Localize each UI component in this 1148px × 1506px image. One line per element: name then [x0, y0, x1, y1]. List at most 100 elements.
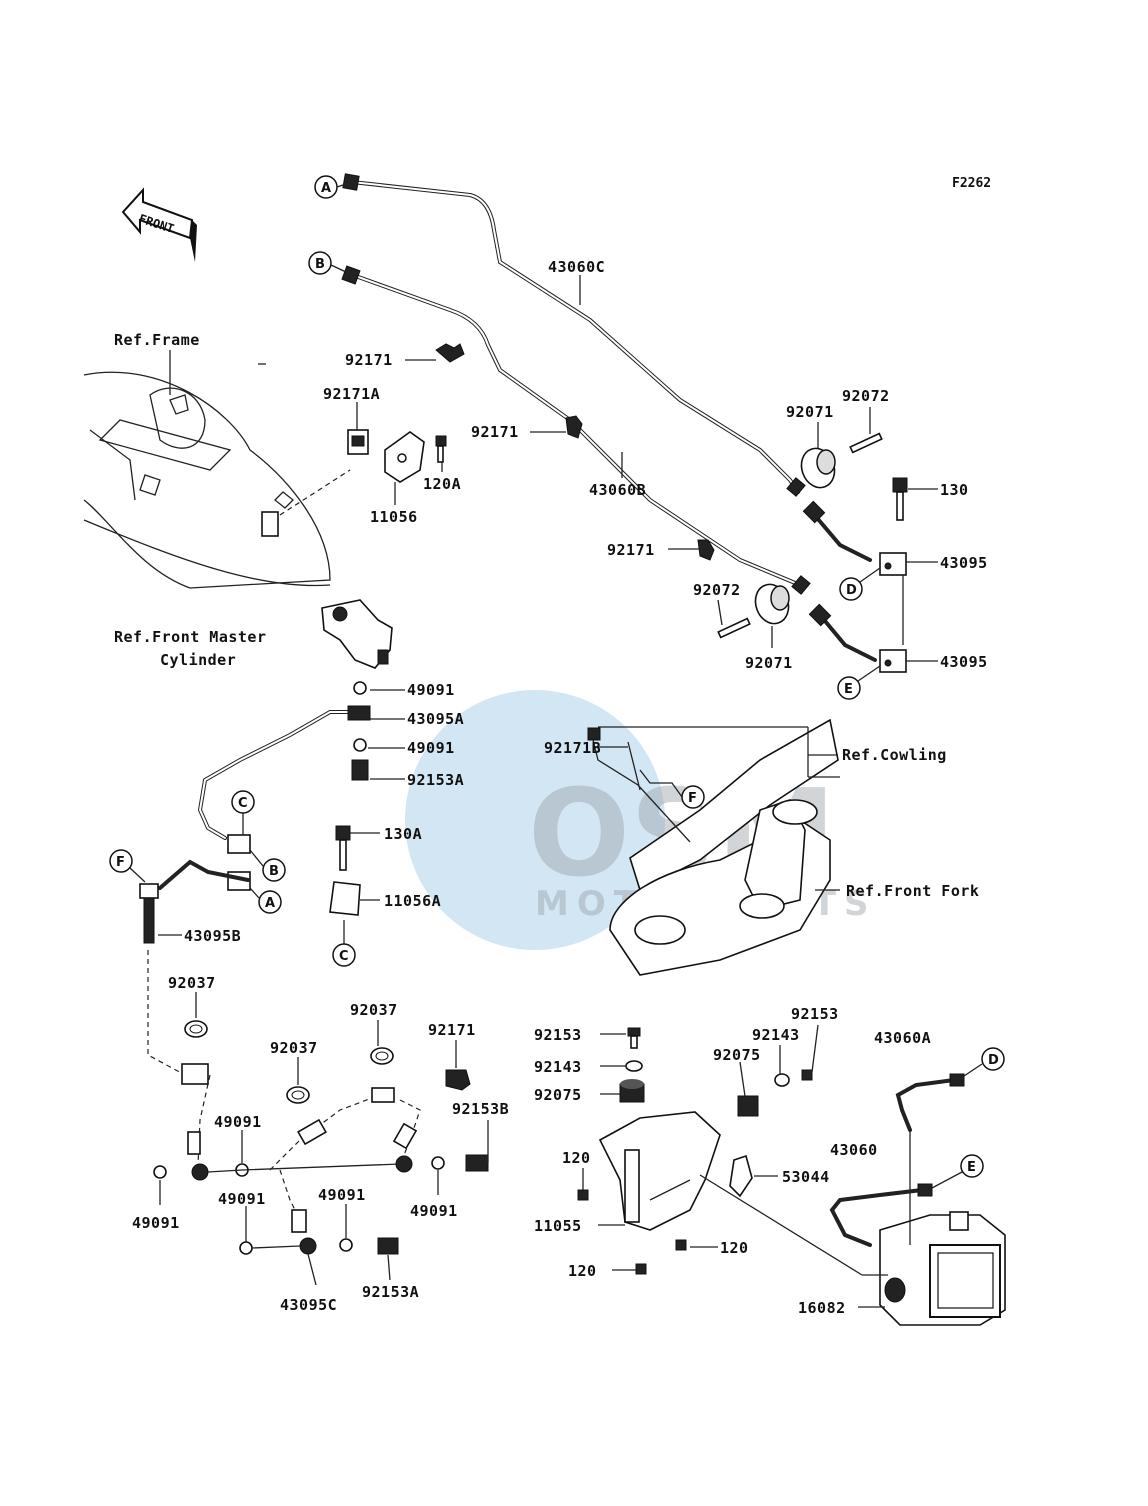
clamp-92171A	[347, 429, 369, 455]
part-92153A-b: 92153A	[362, 1283, 419, 1301]
part-43060: 43060	[830, 1141, 878, 1159]
part-49091-d: 49091	[132, 1214, 180, 1232]
part-43095-b: 43095	[940, 653, 988, 671]
ref-master-cylinder-label-1: Ref.Front Master	[114, 628, 267, 646]
connector-c2: C	[332, 943, 356, 967]
connector-markers: A B C B A C D E F F D E	[109, 175, 1005, 1189]
part-92171-d: 92171	[428, 1021, 476, 1039]
hose-clip-92037-a	[184, 1020, 208, 1038]
part-92143-b: 92143	[752, 1026, 800, 1044]
abs-pipe-43060	[829, 1183, 933, 1247]
ref-cowling-label: Ref.Cowling	[842, 746, 947, 764]
part-43060C: 43060C	[548, 258, 605, 276]
master-cylinder-illustration	[321, 599, 393, 669]
connector-b-mid: B	[249, 849, 286, 882]
part-92072-a: 92072	[842, 387, 890, 405]
part-43060B: 43060B	[589, 481, 646, 499]
part-92171A: 92171A	[323, 385, 380, 403]
part-11056A: 11056A	[384, 892, 441, 910]
svg-text:B: B	[315, 257, 325, 272]
part-92075-a: 92075	[534, 1086, 582, 1104]
part-92075-b: 92075	[713, 1046, 761, 1064]
screw-92153-right	[801, 1069, 813, 1081]
washer-92143-right	[774, 1073, 790, 1087]
part-92072-b: 92072	[693, 581, 741, 599]
hose-clip-92037-c	[370, 1047, 394, 1065]
svg-text:E: E	[844, 682, 853, 697]
part-43095C: 43095C	[280, 1296, 337, 1314]
brake-hose-43095-upper	[802, 500, 907, 645]
frame-illustration	[83, 371, 351, 589]
part-43060A: 43060A	[874, 1029, 931, 1047]
part-92171-a: 92171	[345, 351, 393, 369]
bolt-120A	[435, 435, 447, 463]
screw-120-a	[577, 1189, 589, 1201]
bracket-11056A	[329, 881, 361, 945]
part-130A: 130A	[384, 825, 422, 843]
brake-hose-43095B	[139, 883, 186, 1076]
pin-92072-upper	[849, 432, 883, 454]
abs-pipe-43060A	[895, 1073, 965, 1132]
part-43095-a: 43095	[940, 554, 988, 572]
connector-a-mid: A	[249, 887, 282, 914]
screw-92153-left	[627, 1027, 641, 1049]
brake-pipe-43060C	[342, 173, 806, 497]
bracket-11056	[384, 431, 425, 483]
part-92071-b: 92071	[745, 654, 793, 672]
part-92171-b: 92171	[471, 423, 519, 441]
brake-hose-43095-lower	[808, 603, 907, 673]
part-92171-c: 92171	[607, 541, 655, 559]
connector-e1: E	[837, 665, 881, 700]
connector-e2: E	[931, 1154, 984, 1189]
svg-text:C: C	[339, 949, 349, 964]
part-43095B: 43095B	[184, 927, 241, 945]
part-92153B: 92153B	[452, 1100, 509, 1118]
bolt-130A	[335, 825, 351, 871]
svg-text:E: E	[967, 1160, 976, 1175]
part-49091-b: 49091	[407, 739, 455, 757]
svg-text:D: D	[988, 1053, 999, 1068]
screw-120-b	[675, 1239, 687, 1251]
grommet-92071-upper	[800, 447, 836, 489]
connector-f2: F	[109, 849, 146, 883]
part-92037-b: 92037	[270, 1039, 318, 1057]
part-92153-b: 92153	[791, 1005, 839, 1023]
connector-b-top: B	[308, 251, 347, 275]
grommet-92071-lower	[754, 583, 790, 625]
washer-92143-left	[625, 1060, 643, 1072]
damper-92075-right	[737, 1095, 759, 1117]
ref-front-fork-label: Ref.Front Fork	[846, 882, 979, 900]
part-11056: 11056	[370, 508, 418, 526]
part-92037-c: 92037	[350, 1001, 398, 1019]
svg-text:A: A	[321, 181, 331, 196]
svg-text:F: F	[116, 855, 125, 870]
part-labels: 43060C 43060B 92171 92171A 92171 92171 1…	[132, 258, 988, 1317]
part-11055: 11055	[534, 1217, 582, 1235]
clamp-92171-mid	[565, 415, 583, 439]
part-92153-a: 92153	[534, 1026, 582, 1044]
leader-lines	[158, 275, 938, 1308]
part-49091-e: 49091	[218, 1190, 266, 1208]
part-92071-a: 92071	[786, 403, 834, 421]
part-92153A-a: 92153A	[407, 771, 464, 789]
part-49091-a: 49091	[407, 681, 455, 699]
svg-text:B: B	[269, 864, 279, 879]
part-120A: 120A	[423, 475, 461, 493]
clamp-92171-lower-left	[445, 1069, 471, 1091]
abs-unit-16082	[879, 1211, 1006, 1326]
connector-f1: F	[639, 769, 705, 809]
part-120-c: 120	[568, 1262, 597, 1280]
damper-92075-left	[619, 1079, 645, 1103]
bolt-130	[892, 477, 908, 521]
connector-d2: D	[963, 1047, 1005, 1077]
part-92037-a: 92037	[168, 974, 216, 992]
hose-53044	[729, 1154, 753, 1198]
connector-a-top: A	[314, 175, 347, 199]
lower-hose-assembly	[153, 1063, 489, 1286]
front-fork-illustration	[609, 799, 831, 976]
part-130: 130	[940, 481, 969, 499]
part-120-a: 120	[562, 1149, 591, 1167]
diagram-code: F2262	[952, 176, 991, 191]
